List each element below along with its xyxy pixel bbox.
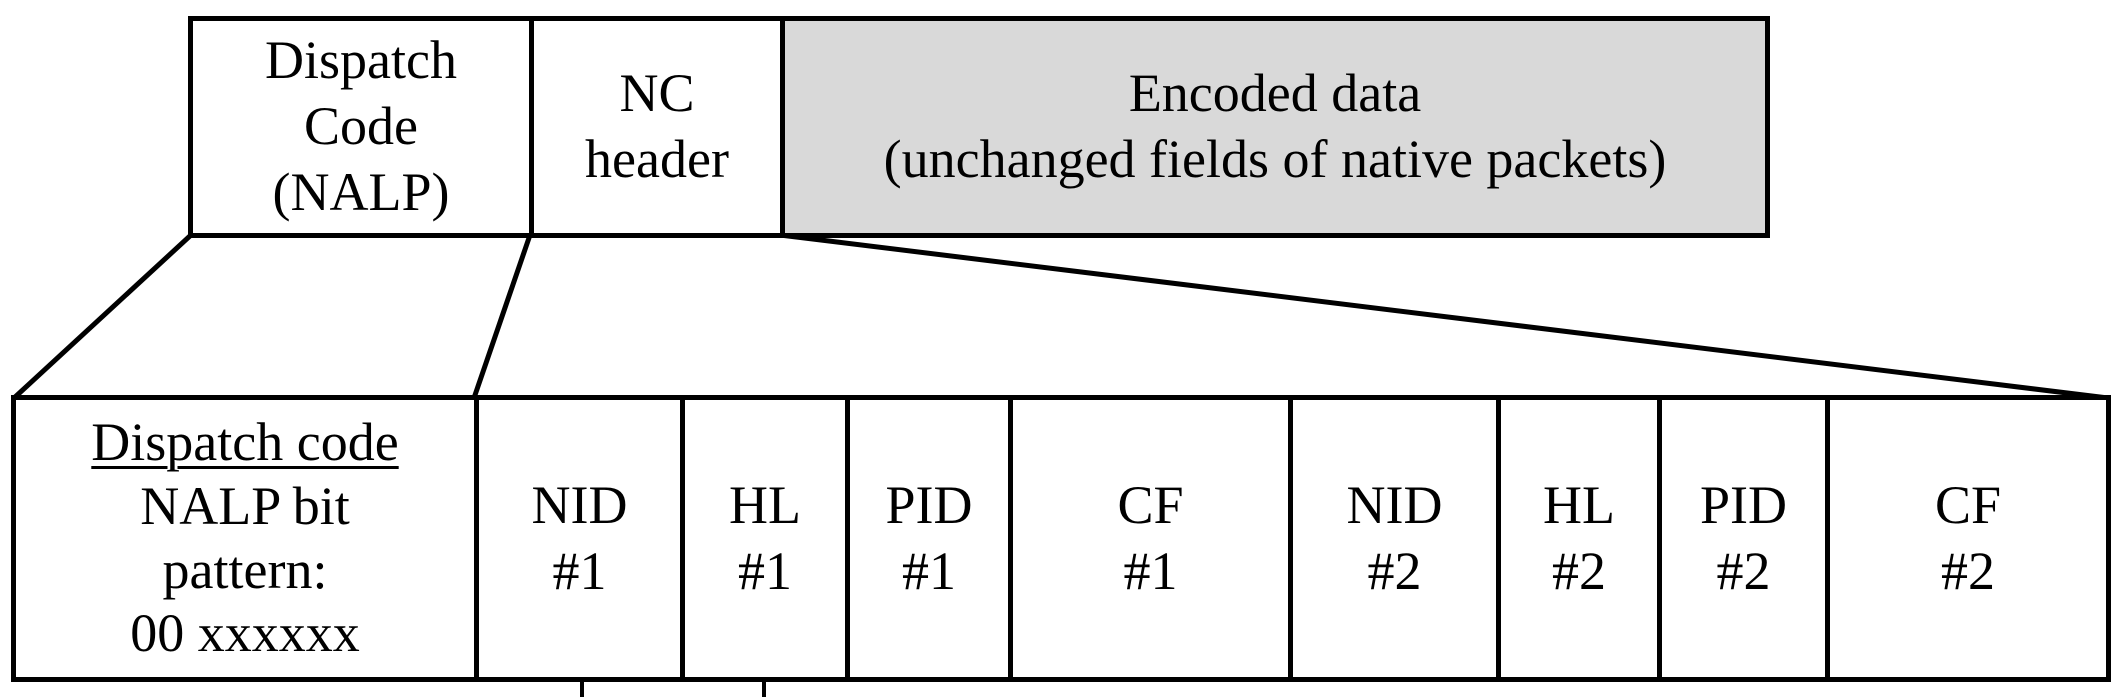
- field-hl-2-name: HL: [1543, 474, 1615, 535]
- expansion-line-middle: [471, 234, 533, 399]
- encoded-data-line-2: (unchanged fields of native packets): [883, 129, 1667, 189]
- field-pid-2-index: #2: [1716, 540, 1771, 601]
- expansion-line-left: [12, 233, 193, 400]
- nc-header-line-2: header: [585, 129, 729, 189]
- field-nid-2-index: #2: [1367, 540, 1422, 601]
- field-cf-1-index: #1: [1123, 540, 1178, 601]
- field-hl-1-name: HL: [729, 474, 801, 535]
- encoded-data-box: Encoded data (unchanged fields of native…: [780, 16, 1770, 238]
- field-cf-1: CF #1: [1008, 395, 1293, 682]
- field-nid-1: NID #1: [474, 395, 685, 682]
- field-pid-1-index: #1: [902, 540, 956, 601]
- dispatch-code-box: Dispatch Code (NALP): [188, 16, 534, 238]
- field-pid-2-name: PID: [1699, 474, 1787, 535]
- dispatch-code-line-3: (NALP): [272, 161, 450, 222]
- field-hl-1-index: #1: [738, 540, 792, 601]
- field-hl-2-index: #2: [1552, 540, 1606, 601]
- field-hl-2: HL #2: [1496, 395, 1662, 682]
- field-cf-2-index: #2: [1941, 540, 1995, 601]
- dispatch-code-line-1: Dispatch: [265, 30, 457, 91]
- field-nid-2-name: NID: [1346, 474, 1443, 535]
- field-pid-2: PID #2: [1657, 395, 1830, 682]
- field-cf-1-name: CF: [1117, 474, 1184, 535]
- dispatch-pattern-line-3: 00 xxxxxx: [130, 603, 360, 664]
- field-nid-1-name: NID: [531, 474, 628, 535]
- field-pid-1: PID #1: [845, 395, 1013, 682]
- nc-header-box: NC header: [529, 16, 785, 238]
- expansion-line-right: [779, 232, 2109, 401]
- field-cf-2: CF #2: [1825, 395, 2111, 682]
- field-pid-1-name: PID: [885, 474, 973, 535]
- field-nid-1-index: #1: [552, 540, 607, 601]
- encoded-data-line-1: Encoded data: [1128, 63, 1422, 124]
- field-nid-2: NID #2: [1288, 395, 1501, 682]
- field-hl-1: HL #1: [680, 395, 850, 682]
- field-cf-2-name: CF: [1934, 474, 2002, 535]
- dispatch-code-line-2: Code: [304, 96, 418, 157]
- nc-header-line-1: NC: [619, 63, 695, 124]
- dispatch-pattern-box: Dispatch code NALP bit pattern: 00 xxxxx…: [11, 395, 479, 682]
- dispatch-pattern-title: Dispatch code: [91, 412, 399, 473]
- dispatch-pattern-line-2: pattern:: [162, 539, 328, 600]
- dispatch-pattern-line-1: NALP bit: [140, 475, 350, 536]
